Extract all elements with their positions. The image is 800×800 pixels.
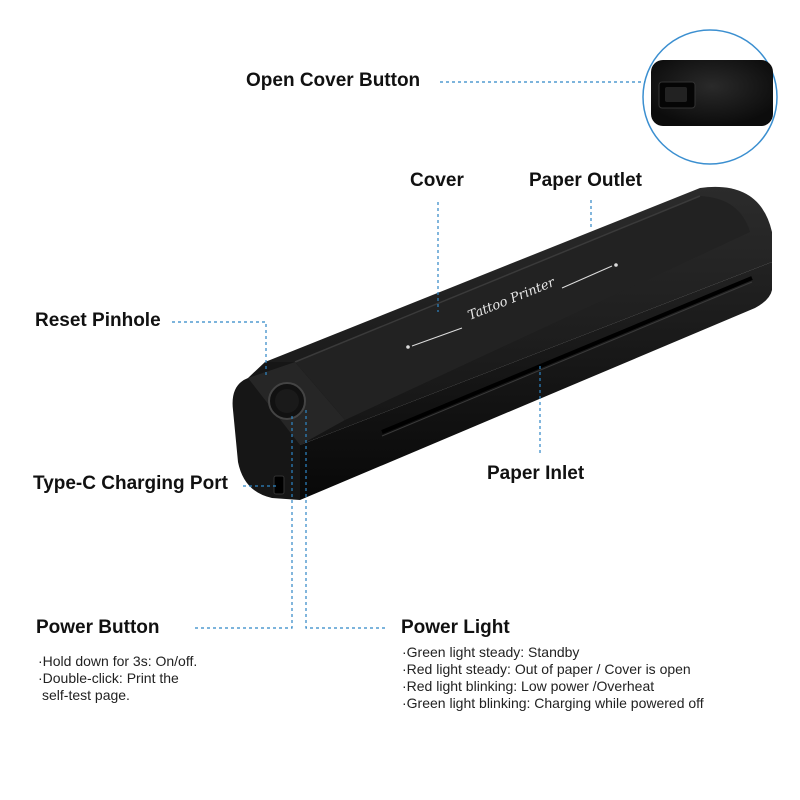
cover-label: Cover: [410, 170, 464, 191]
paper-inlet-label: Paper Inlet: [487, 463, 585, 484]
power-button-note: ·Double-click: Print the: [38, 670, 179, 686]
paper-outlet-label: Paper Outlet: [529, 170, 642, 191]
power-light-notes: ·Green light steady: Standby ·Red light …: [402, 644, 704, 712]
power-light-note: ·Green light blinking: Charging while po…: [402, 695, 704, 711]
power-light-label: Power Light: [401, 617, 510, 638]
reset-pinhole-label: Reset Pinhole: [35, 310, 161, 331]
printer-body: [232, 186, 772, 500]
type-c-port-label: Type-C Charging Port: [33, 473, 228, 494]
leader-lines: [172, 81, 645, 629]
power-button-note: self-test page.: [42, 687, 130, 703]
power-button-label: Power Button: [36, 617, 160, 638]
power-button-note: ·Hold down for 3s: On/off.: [38, 653, 198, 669]
power-light-note: ·Red light steady: Out of paper / Cover …: [402, 661, 691, 677]
open-cover-button-label: Open Cover Button: [246, 70, 421, 91]
power-light-note: ·Red light blinking: Low power /Overheat: [402, 678, 655, 694]
zoom-circle: [642, 29, 778, 165]
power-light-note: ·Green light steady: Standby: [402, 644, 580, 660]
power-button-notes: ·Hold down for 3s: On/off. ·Double-click…: [38, 653, 197, 704]
